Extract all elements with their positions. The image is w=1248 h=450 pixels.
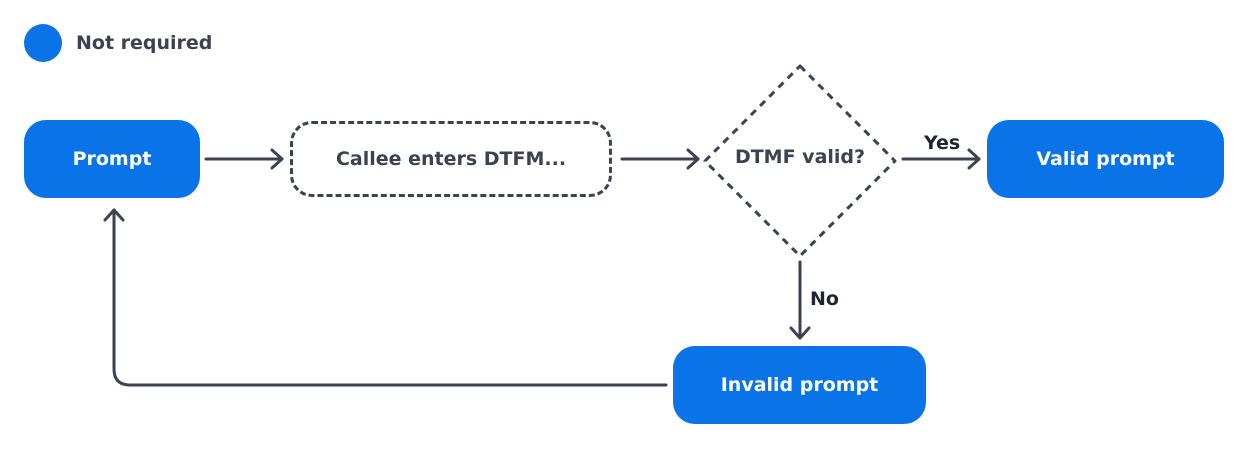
invalid-prompt-node-label: Invalid prompt — [720, 374, 879, 396]
invalid-prompt-node: Invalid prompt — [673, 346, 926, 424]
callee-enters-node-label: Callee enters DTFM... — [335, 148, 567, 170]
legend: Not required — [24, 24, 212, 62]
arrow-invalid-to-prompt — [103, 208, 668, 387]
legend-swatch — [24, 24, 62, 62]
arrow-callee-to-decision — [620, 148, 700, 170]
callee-enters-node: Callee enters DTFM... — [290, 121, 612, 197]
legend-label: Not required — [76, 32, 213, 54]
prompt-node-label: Prompt — [72, 148, 152, 170]
decision-label: DTMF valid? — [734, 146, 866, 168]
arrow-no — [789, 260, 811, 340]
edge-label-yes: Yes — [924, 132, 961, 154]
decision-diamond — [703, 64, 897, 258]
valid-prompt-node-label: Valid prompt — [1036, 148, 1175, 170]
edge-label-no: No — [810, 288, 839, 310]
arrow-prompt-to-callee — [204, 148, 284, 170]
arrow-yes — [901, 148, 981, 170]
prompt-node: Prompt — [24, 120, 200, 198]
valid-prompt-node: Valid prompt — [987, 120, 1224, 198]
